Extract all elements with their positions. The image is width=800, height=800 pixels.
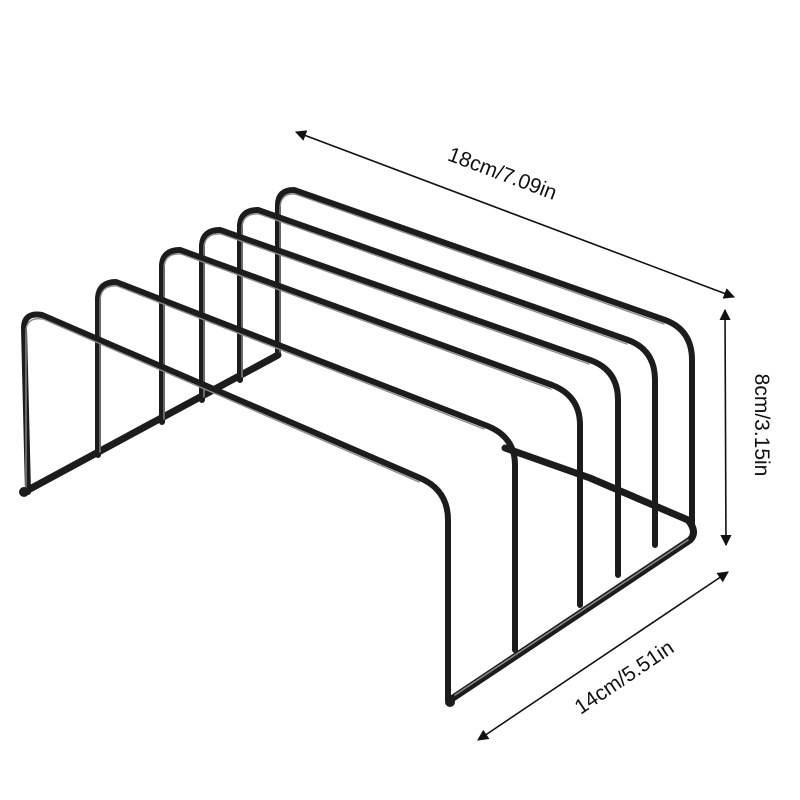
width-label: 14cm/5.51in: [571, 636, 679, 719]
width-arrow: [477, 571, 729, 741]
length-label: 18cm/7.09in: [445, 143, 560, 205]
height-label: 8cm/3.15in: [750, 374, 773, 477]
base-rail-right: [446, 444, 697, 704]
dimension-arrows: [294, 130, 736, 741]
divider-1: [95, 279, 518, 653]
base-rails: [24, 351, 697, 704]
dish-rack: [19, 187, 697, 707]
base-rail-left: [24, 351, 282, 494]
foot-front-right: [445, 697, 455, 707]
foot-front-left: [19, 487, 29, 497]
height-arrow: [719, 308, 732, 547]
divider-2: [159, 247, 583, 608]
rack-feet: [19, 487, 455, 707]
divider-front: [21, 311, 451, 703]
length-arrow: [294, 130, 736, 299]
